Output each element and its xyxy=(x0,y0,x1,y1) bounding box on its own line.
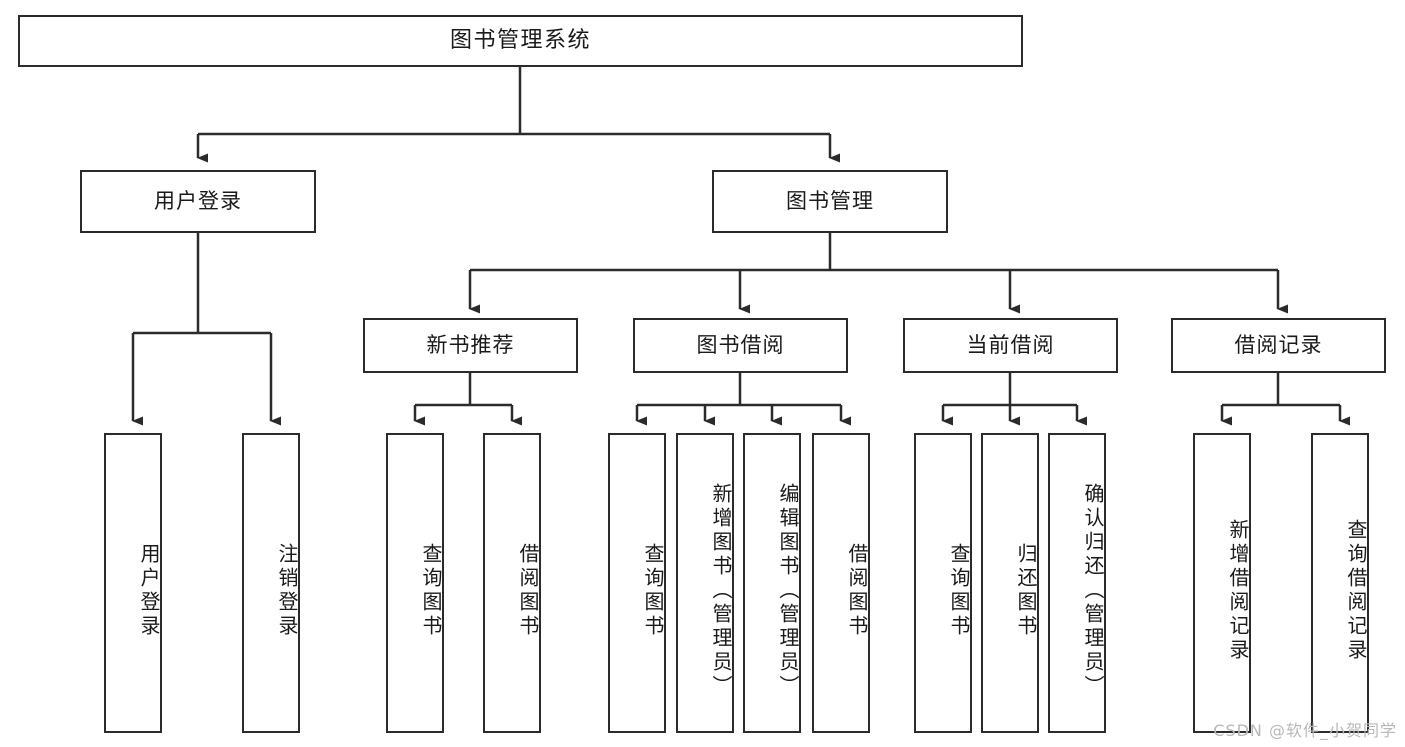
leaf-borrow-book-1[interactable]: 借阅图书 xyxy=(483,433,541,733)
leaf-borrow-book-2[interactable]: 借阅图书 xyxy=(812,433,870,733)
leaf-query-book-2[interactable]: 查询图书 xyxy=(608,433,666,733)
node-book-borrow[interactable]: 图书借阅 xyxy=(633,318,848,373)
node-user-login[interactable]: 用户登录 xyxy=(80,170,316,233)
leaf-edit-book[interactable]: 编辑图书（管理员） xyxy=(743,433,801,733)
node-book-manage[interactable]: 图书管理 xyxy=(712,170,948,233)
leaf-logout[interactable]: 注销登录 xyxy=(242,433,300,733)
node-borrow-record[interactable]: 借阅记录 xyxy=(1171,318,1386,373)
leaf-return-book[interactable]: 归还图书 xyxy=(981,433,1039,733)
node-root[interactable]: 图书管理系统 xyxy=(18,15,1023,67)
watermark: CSDN @软件_小贺同学 xyxy=(1213,721,1397,740)
leaf-query-book-3[interactable]: 查询图书 xyxy=(914,433,972,733)
leaf-query-record[interactable]: 查询借阅记录 xyxy=(1311,433,1369,733)
leaf-query-book-1[interactable]: 查询图书 xyxy=(386,433,444,733)
node-new-book-recommend[interactable]: 新书推荐 xyxy=(363,318,578,373)
leaf-user-login[interactable]: 用户登录 xyxy=(104,433,162,733)
leaf-add-record[interactable]: 新增借阅记录 xyxy=(1193,433,1251,733)
leaf-add-book[interactable]: 新增图书（管理员） xyxy=(676,433,734,733)
node-current-borrow[interactable]: 当前借阅 xyxy=(903,318,1118,373)
leaf-confirm-return[interactable]: 确认归还（管理员） xyxy=(1048,433,1106,733)
